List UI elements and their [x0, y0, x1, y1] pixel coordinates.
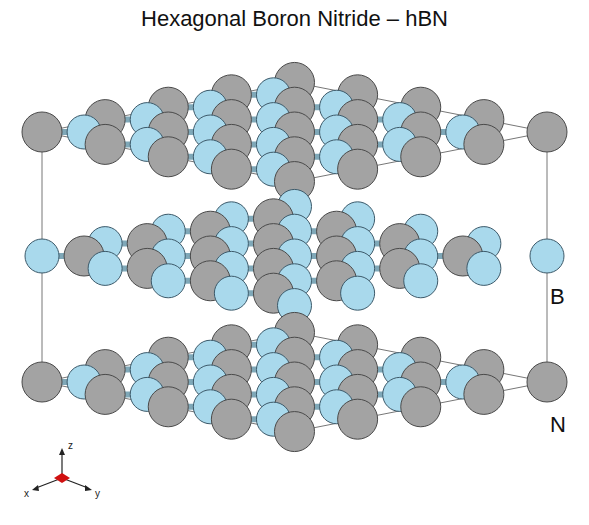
- unit-cell-frame: [42, 82, 547, 431]
- axis-label: y: [95, 488, 100, 499]
- axis-label: x: [24, 488, 29, 499]
- atom-layer: [25, 189, 564, 322]
- boron-atom: [464, 374, 504, 414]
- nitrogen-atom: [341, 276, 375, 310]
- boron-atom: [22, 362, 62, 402]
- nitrogen-atom: [25, 239, 59, 273]
- boron-atom: [85, 124, 125, 164]
- nitrogen-atom: [88, 251, 122, 285]
- nitrogen-atom: [404, 264, 438, 298]
- atom-layer: [22, 312, 567, 451]
- layer-label: B: [550, 284, 565, 310]
- boron-atom: [211, 399, 251, 439]
- nitrogen-atom: [467, 251, 501, 285]
- nitrogen-atom: [151, 264, 185, 298]
- boron-atom: [527, 362, 567, 402]
- atom-lattice: [22, 62, 567, 451]
- nitrogen-atom: [530, 239, 564, 273]
- boron-atom: [148, 137, 188, 177]
- boron-atom: [527, 112, 567, 152]
- atom-layer: [22, 62, 567, 201]
- figure-title: Hexagonal Boron Nitride – hBN: [0, 6, 589, 32]
- axis-label: z: [68, 440, 73, 451]
- layer-label: N: [550, 412, 566, 438]
- boron-atom: [401, 137, 441, 177]
- boron-atom: [338, 399, 378, 439]
- nitrogen-atom: [214, 276, 248, 310]
- boron-atom: [274, 412, 314, 452]
- boron-atom: [211, 149, 251, 189]
- boron-atom: [85, 374, 125, 414]
- axis-triad: [32, 448, 92, 491]
- boron-atom: [338, 149, 378, 189]
- boron-atom: [22, 112, 62, 152]
- boron-atom: [148, 387, 188, 427]
- boron-atom: [464, 124, 504, 164]
- boron-atom: [401, 387, 441, 427]
